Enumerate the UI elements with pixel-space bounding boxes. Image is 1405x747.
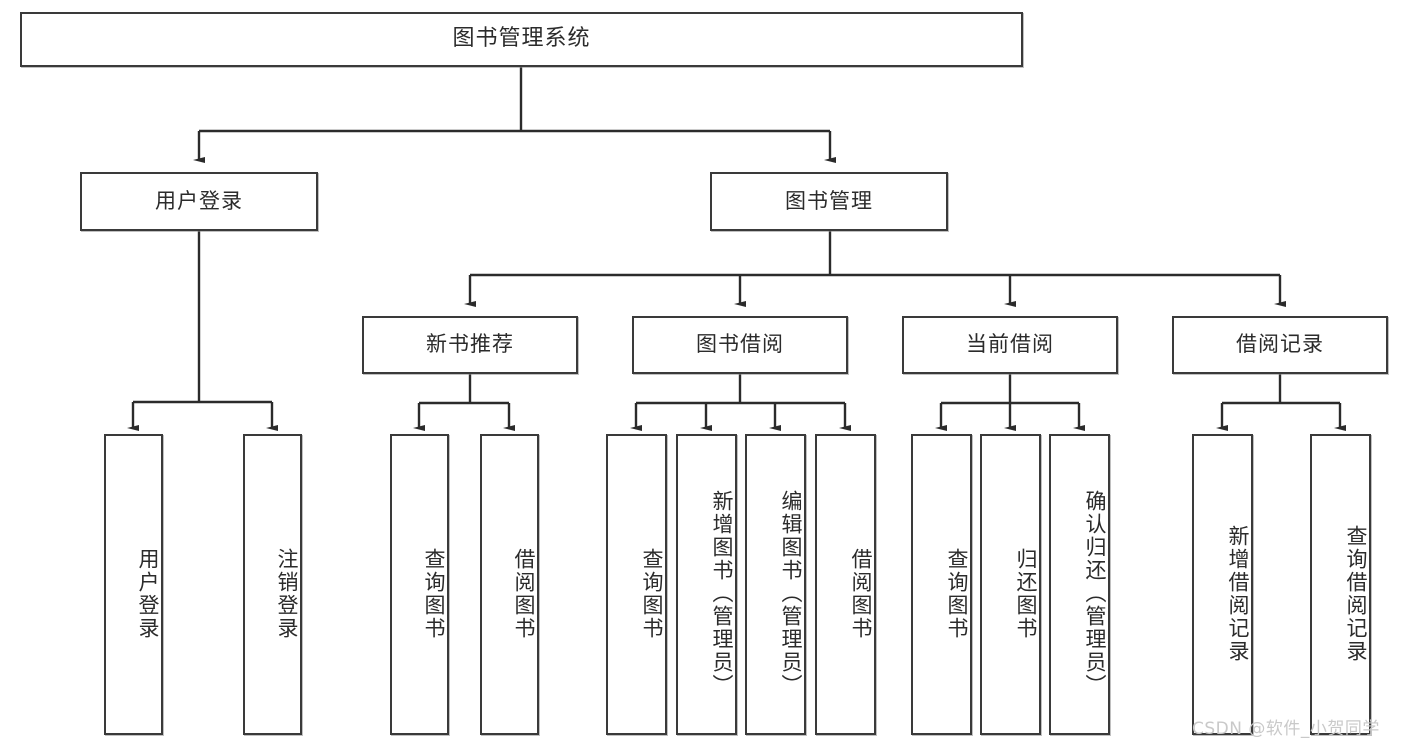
node-borrow-record[interactable]: 借阅记录: [1172, 316, 1388, 374]
node-book-management[interactable]: 图书管理: [710, 172, 948, 231]
leaf-borrow-add-book-admin[interactable]: 新增图书（管理员）: [676, 434, 737, 735]
leaf-user-login-signout[interactable]: 注销登录: [243, 434, 302, 735]
leaf-borrow-query-book[interactable]: 查询图书: [606, 434, 667, 735]
leaf-new-book-borrow[interactable]: 借阅图书: [480, 434, 539, 735]
leaf-record-query-record[interactable]: 查询借阅记录: [1310, 434, 1371, 735]
leaf-current-query-book[interactable]: 查询图书: [911, 434, 972, 735]
node-root-system[interactable]: 图书管理系统: [20, 12, 1023, 67]
leaf-user-login-signin[interactable]: 用户登录: [104, 434, 163, 735]
node-current-borrow[interactable]: 当前借阅: [902, 316, 1118, 374]
leaf-current-return-book[interactable]: 归还图书: [980, 434, 1041, 735]
leaf-borrow-edit-book-admin[interactable]: 编辑图书（管理员）: [745, 434, 806, 735]
leaf-borrow-borrow-book[interactable]: 借阅图书: [815, 434, 876, 735]
node-new-book-recommend[interactable]: 新书推荐: [362, 316, 578, 374]
leaf-new-book-query[interactable]: 查询图书: [390, 434, 449, 735]
watermark-csdn: CSDN @软件_小贺同学: [1192, 719, 1380, 739]
leaf-record-add-record[interactable]: 新增借阅记录: [1192, 434, 1253, 735]
node-book-borrow[interactable]: 图书借阅: [632, 316, 848, 374]
leaf-current-confirm-return-admin[interactable]: 确认归还（管理员）: [1049, 434, 1110, 735]
node-user-login[interactable]: 用户登录: [80, 172, 318, 231]
